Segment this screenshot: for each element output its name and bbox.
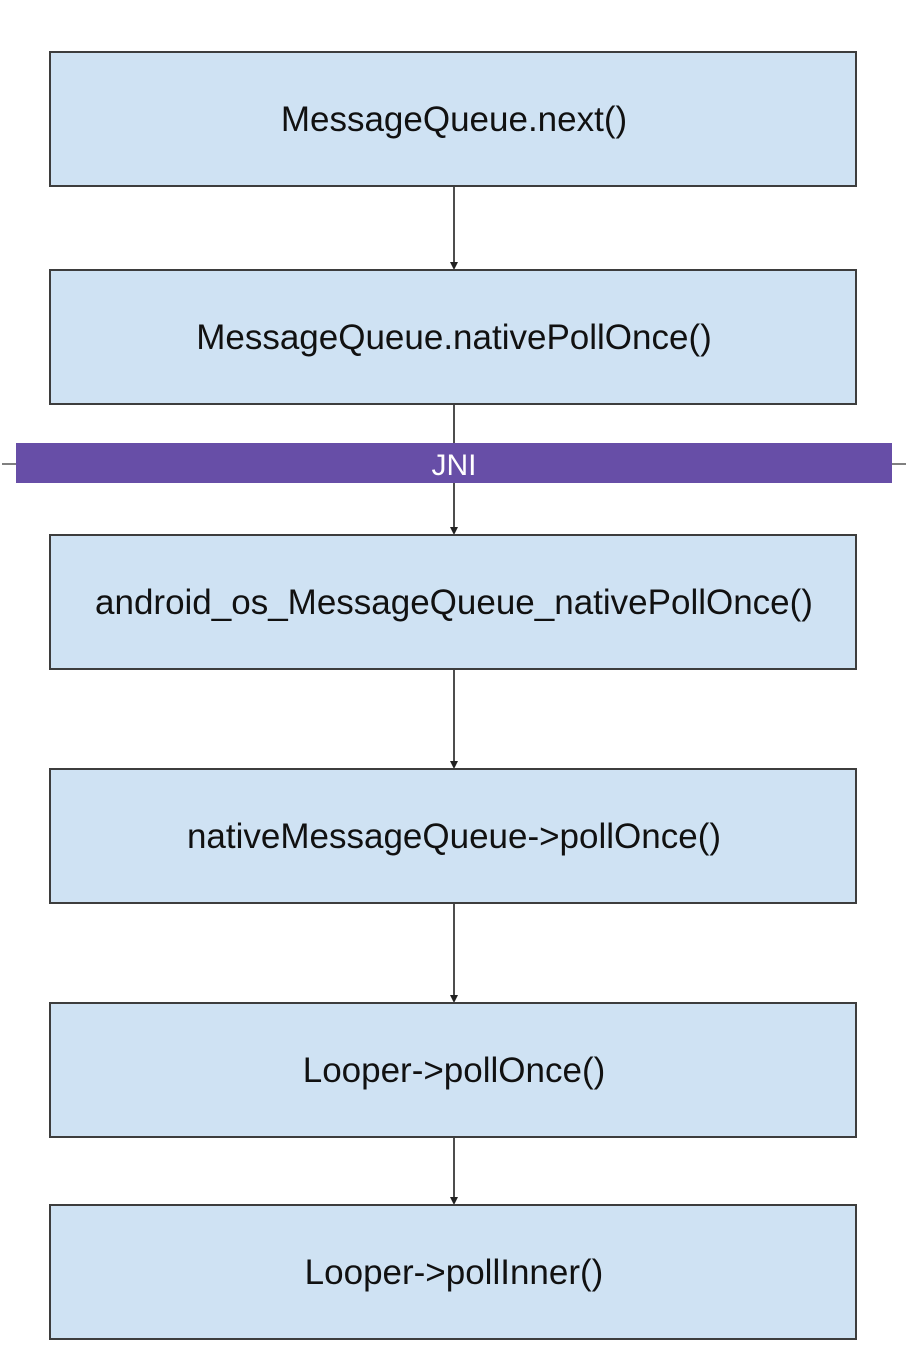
node-box (49, 1204, 857, 1340)
node-box (49, 1002, 857, 1138)
node-6: Looper->pollInner() (49, 1204, 857, 1340)
edge-4 (450, 903, 458, 1003)
arrow-head (450, 1197, 458, 1205)
node-label: MessageQueue.nativePollOnce() (196, 318, 712, 357)
node-box (49, 534, 857, 670)
node-label: android_os_MessageQueue_nativePollOnce() (95, 583, 813, 622)
node-box (49, 269, 857, 405)
edge-1 (450, 186, 458, 270)
arrow-head (450, 995, 458, 1003)
jni-boundary: JNI (2, 443, 906, 483)
node-label: Looper->pollInner() (305, 1253, 604, 1292)
node-label: nativeMessageQueue->pollOnce() (187, 817, 721, 856)
node-1: MessageQueue.next() (49, 51, 857, 187)
node-box (49, 768, 857, 904)
node-box (49, 51, 857, 187)
node-2: MessageQueue.nativePollOnce() (49, 269, 857, 405)
arrow-head (450, 262, 458, 270)
jni-bar (16, 443, 892, 483)
edge-3 (450, 669, 458, 769)
arrow-head (450, 761, 458, 769)
node-3: android_os_MessageQueue_nativePollOnce() (49, 534, 857, 670)
jni-label: JNI (432, 449, 477, 482)
node-5: Looper->pollOnce() (49, 1002, 857, 1138)
node-label: MessageQueue.next() (281, 100, 627, 139)
nodes-layer: MessageQueue.next() MessageQueue.nativePo… (49, 51, 857, 1340)
node-4: nativeMessageQueue->pollOnce() (49, 768, 857, 904)
node-label: Looper->pollOnce() (303, 1051, 606, 1090)
edge-5 (450, 1137, 458, 1205)
arrow-head (450, 527, 458, 535)
